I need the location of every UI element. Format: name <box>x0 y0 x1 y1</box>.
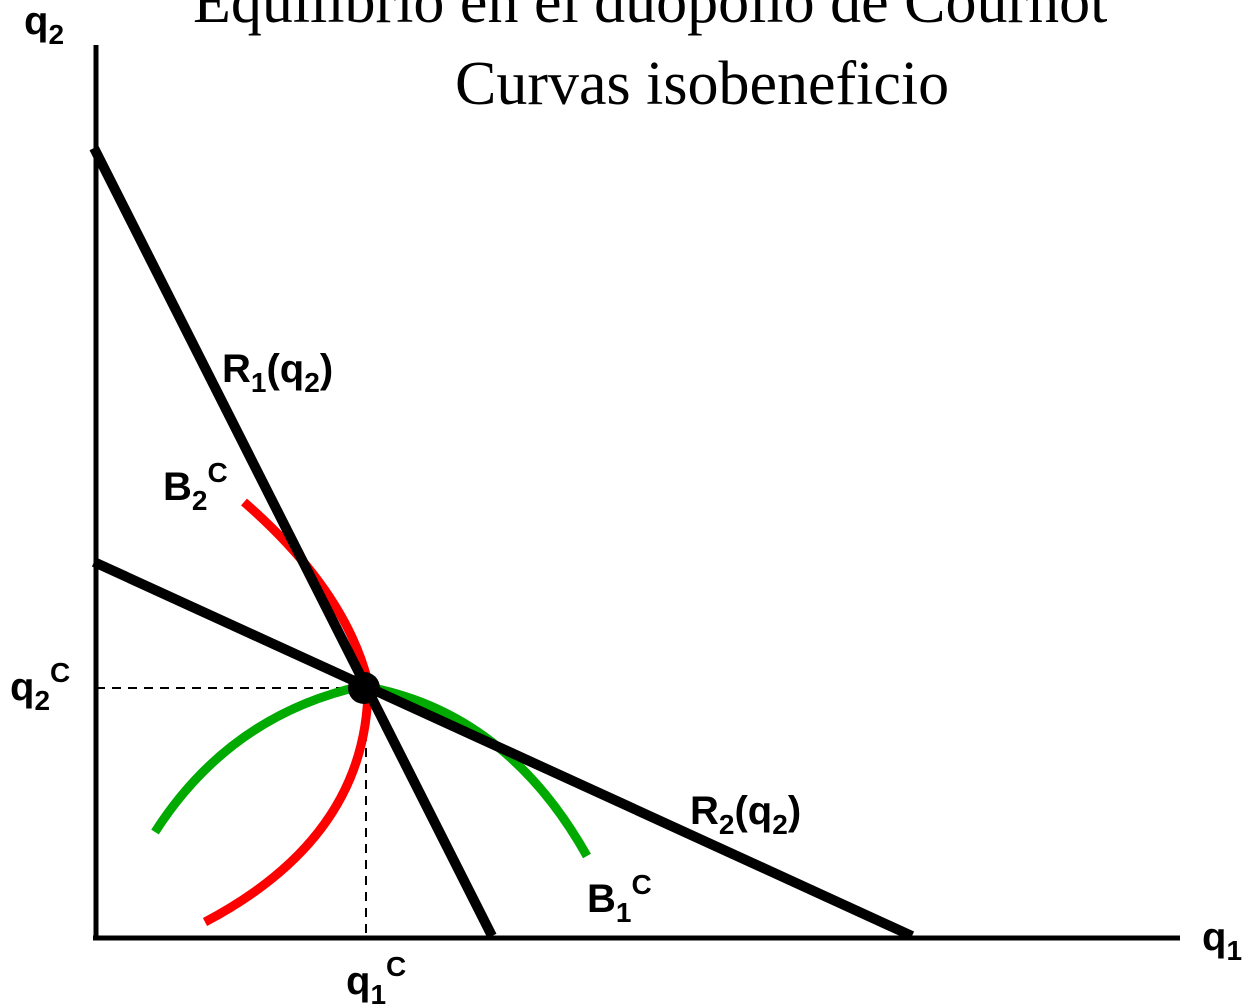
title-line2: Curvas isobeneficio <box>455 50 949 118</box>
r2-label: R2(q2) <box>690 789 801 840</box>
reaction-line-r1 <box>89 145 497 939</box>
x-axis-label: q1 <box>1202 915 1242 966</box>
r1-label: R1(q2) <box>222 347 333 398</box>
b1-label: B1C <box>587 869 652 928</box>
reaction-line-r2 <box>91 557 915 941</box>
q1c-label: q1C <box>346 951 406 1008</box>
q2c-label: q2C <box>10 657 70 716</box>
cournot-equilibrium-point <box>348 672 380 704</box>
title-line1: Equilibrio en el duopolio de Cournot <box>193 0 1107 36</box>
b2-label: B2C <box>163 457 228 516</box>
y-axis-label: q2 <box>24 0 64 50</box>
